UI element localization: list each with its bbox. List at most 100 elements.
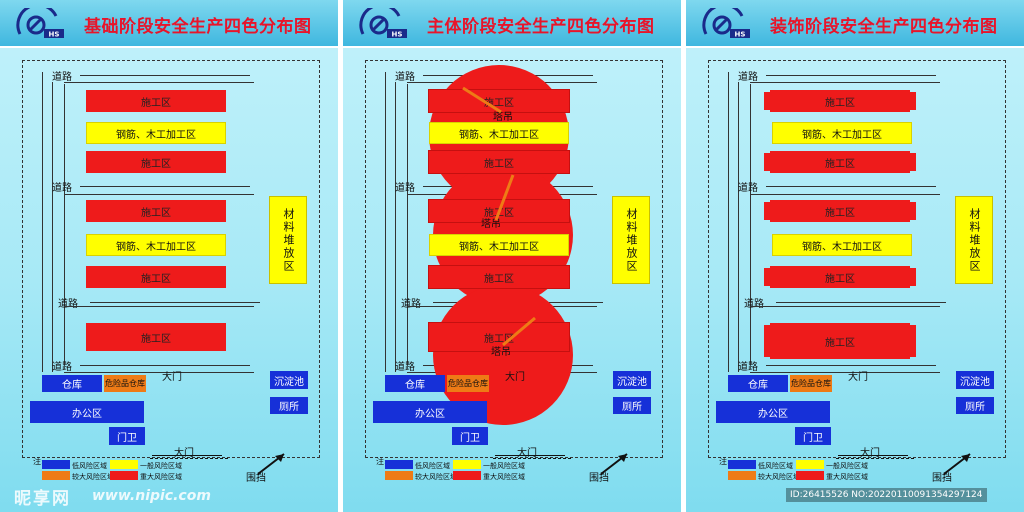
work-zone: 施工区	[770, 151, 910, 173]
road-vertical	[738, 82, 739, 372]
work-zone: 施工区	[429, 266, 569, 288]
material-area: 材料堆放区	[955, 196, 993, 284]
main-gate-label: 大门	[174, 448, 194, 459]
road-vertical	[64, 84, 65, 364]
site-boundary	[708, 60, 1006, 458]
guard-house: 门卫	[452, 427, 488, 445]
company-logo: HS	[16, 3, 68, 40]
work-zone: 施工区	[770, 200, 910, 222]
work-zone-cap	[764, 153, 776, 171]
legend-note: 注:	[719, 457, 730, 466]
legend-label: 较大风险区域	[415, 473, 457, 481]
work-zone-cap	[904, 153, 916, 171]
rebar-zone: 钢筋、木工加工区	[429, 234, 569, 256]
legend-label: 重大风险区域	[826, 473, 868, 481]
work-zone-cap	[764, 202, 776, 220]
material-area: 材料堆放区	[612, 196, 650, 284]
legend-label: 一般风险区域	[483, 462, 525, 470]
road-label: 道路	[52, 183, 72, 194]
road-vertical	[42, 72, 43, 372]
road-label: 道路	[52, 362, 72, 373]
fence-arrow-icon	[600, 453, 628, 475]
gate-line	[152, 455, 222, 456]
toilet: 厕所	[956, 397, 994, 414]
road-label: 道路	[744, 299, 764, 310]
legend-label: 低风险区域	[758, 462, 793, 470]
gate-dash	[150, 458, 228, 459]
fence-arrow-icon	[943, 453, 971, 475]
road-line	[64, 82, 254, 83]
road-line	[750, 306, 940, 307]
road-vertical	[728, 72, 729, 372]
rebar-zone: 钢筋、木工加工区	[86, 122, 226, 144]
gate-dash	[836, 458, 914, 459]
fence-label: 围挡	[932, 473, 952, 484]
toilet: 厕所	[613, 397, 651, 414]
road-label: 道路	[738, 183, 758, 194]
work-zone-cap	[764, 92, 776, 110]
legend-swatch	[42, 460, 70, 469]
gate-label-inner: 大门	[505, 372, 525, 383]
legend-label: 较大风险区域	[758, 473, 800, 481]
road-vertical	[750, 84, 751, 364]
work-zone: 施工区	[429, 323, 569, 351]
work-zone-cap	[904, 325, 916, 357]
panel-header: HS 基础阶段安全生产四色分布图	[0, 0, 338, 48]
legend-label: 较大风险区域	[72, 473, 114, 481]
legend-swatch	[728, 471, 756, 480]
fence-label: 围挡	[246, 473, 266, 484]
work-zone-cap	[904, 202, 916, 220]
work-zone: 施工区	[86, 200, 226, 222]
warehouse: 仓库	[42, 375, 102, 392]
work-zone: 施工区	[86, 151, 226, 173]
panel-title: 基础阶段安全生产四色分布图	[84, 17, 312, 37]
danger-store: 危险品仓库	[790, 375, 832, 392]
watermark-brand: 昵享网	[14, 489, 71, 509]
road-line	[750, 372, 940, 373]
warehouse: 仓库	[385, 375, 445, 392]
road-line	[80, 186, 250, 187]
legend-swatch	[796, 471, 824, 480]
work-zone: 施工区	[770, 323, 910, 359]
danger-store: 危险品仓库	[447, 375, 489, 392]
fence-arrow-icon	[257, 453, 285, 475]
legend-label: 重大风险区域	[140, 473, 182, 481]
watermark-site: www.nipic.com	[92, 488, 211, 504]
warehouse: 仓库	[728, 375, 788, 392]
gate-label-inner: 大门	[162, 372, 182, 383]
legend-swatch	[385, 471, 413, 480]
guard-house: 门卫	[795, 427, 831, 445]
material-area: 材料堆放区	[269, 196, 307, 284]
settling-tank: 沉淀池	[270, 371, 308, 389]
road-label: 道路	[58, 299, 78, 310]
rebar-zone: 钢筋、木工加工区	[429, 122, 569, 144]
settling-tank: 沉淀池	[613, 371, 651, 389]
road-line	[750, 194, 940, 195]
road-label: 道路	[395, 72, 415, 83]
work-zone-cap	[904, 92, 916, 110]
road-label: 道路	[395, 362, 415, 373]
panel-title: 主体阶段安全生产四色分布图	[427, 17, 655, 37]
legend-swatch	[453, 471, 481, 480]
svg-text:HS: HS	[735, 31, 746, 39]
work-zone-cap	[764, 325, 776, 357]
road-line	[90, 302, 260, 303]
work-zone: 施工区	[86, 266, 226, 288]
legend-note: 注:	[376, 457, 387, 466]
guard-house: 门卫	[109, 427, 145, 445]
road-line	[776, 302, 946, 303]
gate-dash	[493, 458, 571, 459]
legend-swatch	[728, 460, 756, 469]
office: 办公区	[716, 401, 830, 423]
road-line	[750, 82, 940, 83]
main-gate-label: 大门	[517, 448, 537, 459]
settling-tank: 沉淀池	[956, 371, 994, 389]
main-gate-label: 大门	[860, 448, 880, 459]
tower-crane-label: 塔吊	[493, 112, 513, 123]
road-line	[80, 75, 250, 76]
work-zone: 施工区	[86, 90, 226, 112]
legend-swatch	[796, 460, 824, 469]
legend-label: 低风险区域	[415, 462, 450, 470]
danger-store: 危险品仓库	[104, 375, 146, 392]
toilet: 厕所	[270, 397, 308, 414]
